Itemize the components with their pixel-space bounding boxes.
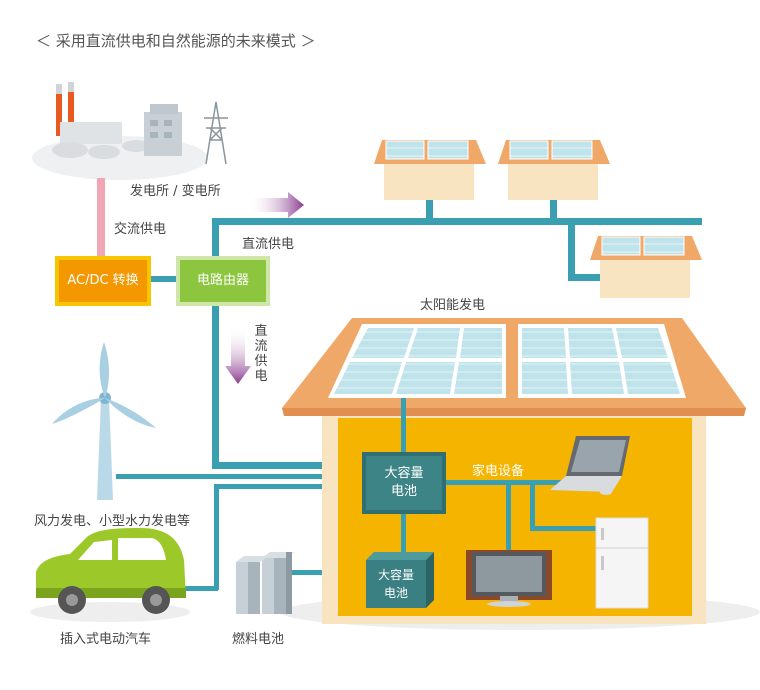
page-title: ＜ 采用直流供电和自然能源的未来模式 ＞ xyxy=(36,32,316,50)
refrigerator-icon xyxy=(595,517,649,609)
wind-hydro-label: 风力发电、小型水力发电等 xyxy=(34,514,191,529)
router-label: 电路由器 xyxy=(196,273,249,288)
large-battery-1-label: 大容量 电池 xyxy=(384,466,424,499)
large-battery-1 xyxy=(362,452,446,514)
ac-supply-label: 交流供电 xyxy=(114,222,167,237)
dc-supply-vertical-label: 直流供电 xyxy=(254,324,268,384)
appliances-label: 家电设备 xyxy=(472,464,525,479)
power-station-label: 发电所 / 变电所 xyxy=(130,184,221,199)
small-house-2 xyxy=(498,140,610,200)
dc-supply-label: 直流供电 xyxy=(242,237,295,252)
dc-flow-arrow-right xyxy=(248,192,304,218)
wind-turbine-icon xyxy=(52,342,156,500)
power-plant-icon xyxy=(52,82,182,159)
router-box: 电路由器 xyxy=(176,256,270,306)
large-battery-2 xyxy=(366,552,434,608)
acdc-converter-label: AC/DC 转换 xyxy=(67,273,139,288)
large-battery-1-label-box: 大容量 电池 xyxy=(366,456,442,510)
acdc-converter-box: AC/DC 转换 xyxy=(55,256,151,306)
large-battery-2-label: 大容量 电池 xyxy=(377,568,414,600)
ev-label: 插入式电动汽车 xyxy=(60,632,152,647)
solar-panel-array xyxy=(328,324,686,398)
ev-car-icon xyxy=(36,528,186,614)
small-house-1 xyxy=(374,140,486,200)
fuel-cell-icon xyxy=(236,552,294,614)
fuel-cell-label: 燃料电池 xyxy=(232,632,285,647)
transmission-tower-icon xyxy=(204,101,228,165)
dc-power-lines xyxy=(116,198,702,591)
ac-power-line xyxy=(97,178,105,258)
tv-icon xyxy=(466,550,552,607)
laptop-icon xyxy=(550,436,630,495)
solar-generation-label: 太阳能发电 xyxy=(420,298,486,313)
small-house-3 xyxy=(590,236,702,298)
dc-flow-arrow-down xyxy=(225,326,251,384)
large-battery-2-label-box: 大容量 电池 xyxy=(366,560,426,608)
